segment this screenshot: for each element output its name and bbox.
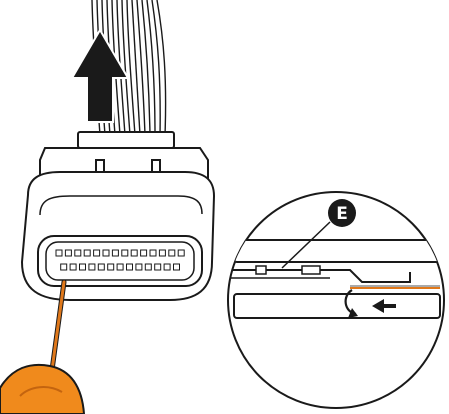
connector-pin [61, 264, 67, 270]
lower-housing-wall [234, 294, 440, 318]
connector-pin [70, 264, 76, 270]
connector-pin [150, 250, 156, 256]
connector-pin [75, 250, 81, 256]
connector-pin [169, 250, 175, 256]
connector-pin [131, 250, 137, 256]
connector-pin [108, 264, 114, 270]
connector-pin [84, 250, 90, 256]
connector-pin [80, 264, 86, 270]
connector-pin [65, 250, 71, 256]
callout-label: E [336, 204, 348, 224]
pry-tool [0, 282, 84, 414]
connector-pin [94, 250, 100, 256]
connector-pin [145, 264, 151, 270]
connector-body [22, 172, 214, 300]
connector-pin [141, 250, 147, 256]
connector-pin [112, 250, 118, 256]
connector-pin [178, 250, 184, 256]
connector-pin [122, 250, 128, 256]
upper-housing-wall [234, 240, 440, 262]
connector-pin [117, 264, 123, 270]
connector-pin [164, 264, 170, 270]
connector-pin [159, 250, 165, 256]
connector-pin [174, 264, 180, 270]
connector-pin [89, 264, 95, 270]
connector-pin [98, 264, 104, 270]
connector-pin [127, 264, 133, 270]
connector-pin [136, 264, 142, 270]
connector-pin [103, 250, 109, 256]
connector-pin [155, 264, 161, 270]
connector-pin [56, 250, 62, 256]
callout-badge-icon: E [328, 199, 356, 227]
